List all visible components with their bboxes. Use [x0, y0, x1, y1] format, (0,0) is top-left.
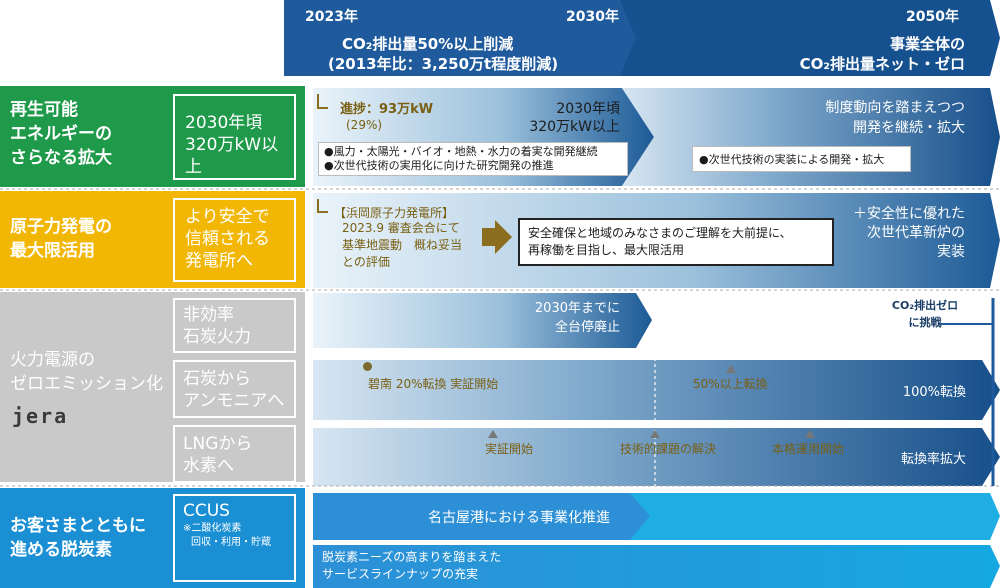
- operation-marker: [805, 430, 815, 438]
- thermal-category-title: 火力電源の ゼロエミッション化: [10, 350, 163, 394]
- over50-marker: [726, 365, 736, 373]
- thermal-sub-hydrogen: LNGから 水素へ: [173, 425, 296, 483]
- goal-2050-line2: CO₂排出量ネット・ゼロ: [799, 55, 965, 73]
- renewable-category-title: 再生可能 エネルギーの さらなる拡大: [10, 100, 112, 168]
- thermal-100: 100%転換: [902, 385, 966, 400]
- thermal-tech: 技術的課題の解決: [620, 442, 717, 456]
- thermal-co2-unit: CO₂排出 原単位 20%減: [663, 298, 706, 341]
- band-renewable: [0, 86, 305, 187]
- customer-nagoya: 名古屋港における事業化推進: [428, 510, 610, 526]
- renewable-target-box: 2030年頃 320万kW以上: [173, 94, 296, 180]
- nuclear-plant-name: 【浜岡原子力発電所】: [334, 206, 455, 220]
- customer-arrow-service: [313, 545, 1000, 588]
- year-2030: 2030年: [566, 9, 619, 25]
- tech-marker: [650, 430, 660, 438]
- thermal-co2-zero: CO₂排出ゼロ に挑戦: [891, 299, 959, 329]
- goal-2050-line1: 事業全体の: [889, 35, 965, 53]
- band-nuclear: [0, 191, 305, 288]
- renewable-progress-pct: (29%): [346, 118, 383, 132]
- customer-arrow-nagoya: [313, 493, 656, 540]
- renewable-2030-target: 2030年頃 320万kW以上: [529, 101, 620, 135]
- year-2023: 2023年: [305, 9, 358, 25]
- band-thermal: [0, 292, 305, 482]
- jera-logo: jera: [12, 404, 69, 428]
- hekinan-marker: [363, 362, 372, 371]
- band-customer: [0, 488, 305, 588]
- nuclear-restart-box: 安全確保と地域のみなさまのご理解を大前提に、 再稼働を目指し、最大限活用: [518, 218, 834, 266]
- customer-category-title: お客さまとともに 進める脱炭素: [10, 516, 146, 560]
- demo-marker: [488, 430, 498, 438]
- renewable-2050-text: 制度動向を踏まえつつ 開発を継続・拡大: [825, 100, 965, 136]
- year-2050: 2050年: [906, 9, 959, 25]
- thermal-arrow-hydrogen: [313, 428, 1000, 486]
- customer-service: 脱炭素ニーズの高まりを踏まえた サービスラインナップの充実: [322, 550, 502, 581]
- header-arrow-2050: [620, 0, 1000, 76]
- thermal-hekinan: 碧南 20%転換 実証開始: [368, 377, 499, 391]
- thermal-sub-coal: 非効率 石炭火力: [173, 298, 296, 353]
- thermal-over50: 50%以上転換: [693, 377, 768, 391]
- thermal-demo: 実証開始: [485, 442, 534, 456]
- thermal-operation: 本格運用開始: [772, 442, 845, 456]
- customer-arrow-nagoya-ext: [630, 493, 1000, 540]
- goal-2030-line1: CO₂排出量50%以上削減: [342, 35, 514, 53]
- thermal-sub-ammonia: 石炭から アンモニアへ: [173, 360, 296, 418]
- renewable-progress: 進捗：93万kW: [340, 102, 434, 117]
- thermal-abolish-text: 2030年までに 全台停廃止: [534, 301, 620, 335]
- renewable-bullet-right: ●次世代技術の実装による開発・拡大: [692, 146, 911, 172]
- thermal-arrow-abolish: [313, 293, 652, 348]
- header-arrow-2030: [284, 0, 656, 76]
- renewable-bullets: ●風力・太陽光・バイオ・地熱・水力の着実な開発継続 ●次世代技術の実用化に向けた…: [318, 142, 628, 176]
- thermal-co2-60: CO₂排出量 60%以上 削減: [740, 298, 794, 341]
- nuclear-review: 2023.9 審査会合にて 基準地震動 概ね妥当 との評価: [342, 221, 463, 269]
- nuclear-sub-box: より安全で 信頼される 発電所へ: [173, 198, 296, 282]
- thermal-expand: 転換率拡大: [900, 452, 966, 467]
- thermal-arrow-ammonia: [313, 360, 1000, 420]
- nuclear-step-arrow: [482, 220, 512, 254]
- nuclear-category-title: 原子力発電の 最大限活用: [10, 217, 112, 261]
- nuclear-next-gen: ＋安全性に優れた 次世代革新炉の 実装: [853, 206, 965, 260]
- customer-ccus-box: CCUS ※二酸化炭素 回収・利用・貯蔵: [173, 494, 296, 582]
- goal-2030-line2: (2013年比：3,250万t程度削減): [328, 55, 559, 73]
